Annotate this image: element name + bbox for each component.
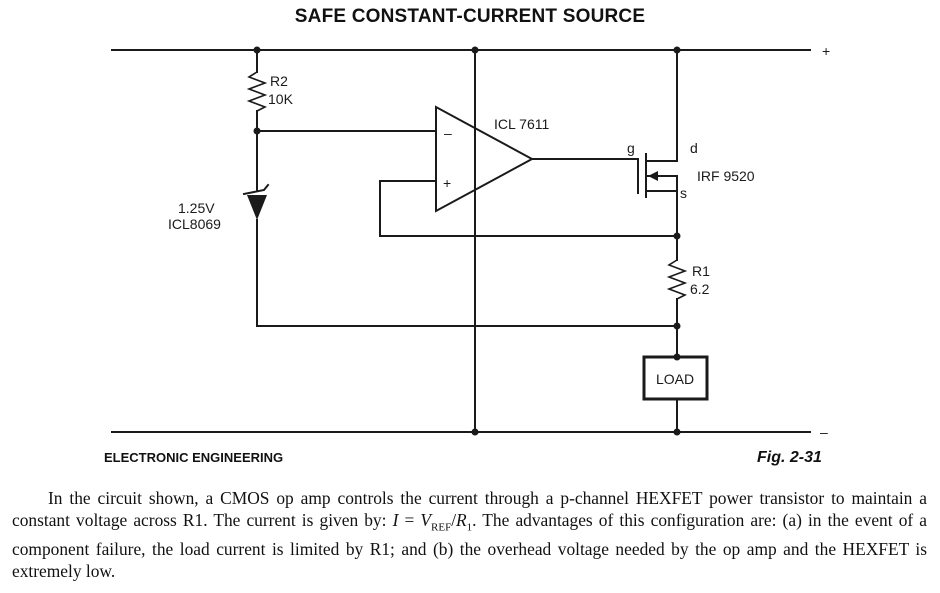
- junction-dot: [673, 46, 681, 54]
- reference-diode: [247, 195, 267, 220]
- formula-voltage: V: [420, 510, 432, 530]
- negative-rail-label: –: [820, 424, 828, 440]
- r2-name: R2: [270, 73, 288, 89]
- r1-resistor: [666, 259, 688, 300]
- mosfet-arrow: [648, 171, 658, 181]
- reference-diode-cathode: [242, 183, 270, 196]
- formula-resistance-subscript: 1: [466, 521, 473, 534]
- figure-number: Fig. 2-31: [757, 449, 822, 466]
- mosfet-part: IRF 9520: [697, 168, 755, 184]
- junction-dot: [471, 428, 479, 436]
- opamp-triangle: [435, 105, 535, 213]
- junction-dot: [673, 353, 681, 361]
- load-label: LOAD: [656, 371, 694, 387]
- source-credit: ELECTRONIC ENGINEERING: [104, 450, 284, 465]
- formula-voltage-subscript: REF: [431, 521, 452, 534]
- junction-dot: [673, 232, 681, 240]
- r1-value: 6.2: [690, 281, 710, 297]
- mosfet-source-label: s: [680, 185, 687, 201]
- circuit-schematic: + – R2 10K 1.25V ICL8069 – + ICL 7611: [111, 43, 830, 440]
- junction-dot: [253, 46, 261, 54]
- positive-rail-label: +: [822, 43, 830, 59]
- junction-dot: [673, 428, 681, 436]
- reference-voltage: 1.25V: [178, 200, 215, 216]
- formula-slash: /: [451, 510, 457, 530]
- opamp-noninverting-sign: +: [443, 175, 451, 191]
- junction-dot: [471, 46, 479, 54]
- junction-dot: [673, 322, 681, 330]
- r2-value: 10K: [268, 91, 294, 107]
- r1-name: R1: [692, 263, 710, 279]
- opamp-inverting-sign: –: [444, 125, 452, 141]
- description-text-1: In the circuit shown, a CMOS op amp cont…: [12, 488, 927, 530]
- formula-current: I: [392, 510, 399, 530]
- formula-equals: =: [398, 510, 421, 530]
- mosfet-drain-label: d: [690, 140, 698, 156]
- description-text-2: . The advantages of this configuration a…: [12, 510, 927, 582]
- opamp-part: ICL 7611: [494, 116, 549, 132]
- formula-resistance: R: [456, 510, 467, 530]
- r2-resistor: [246, 71, 268, 112]
- junction-dot: [253, 127, 261, 135]
- reference-part: ICL8069: [168, 216, 221, 232]
- description-paragraph: In the circuit shown, a CMOS op amp cont…: [12, 487, 927, 582]
- page-title: SAFE CONSTANT-CURRENT SOURCE: [294, 6, 646, 27]
- load-box: [642, 355, 709, 401]
- mosfet-gate-label: g: [627, 140, 635, 156]
